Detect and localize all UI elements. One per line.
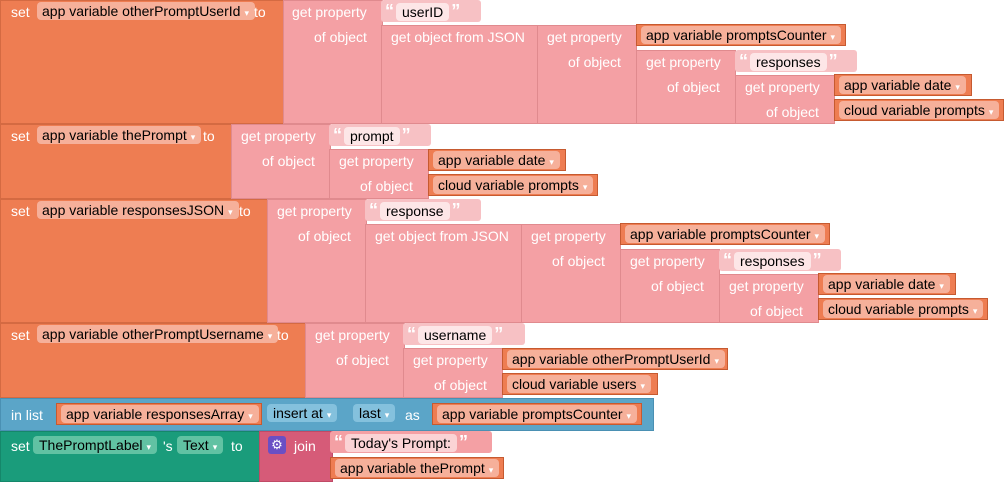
of-object-label: of object xyxy=(750,303,803,319)
var-date[interactable]: app variable date xyxy=(818,273,956,295)
set-block-other-prompt-user-id[interactable]: set app variable otherPromptUserId to xyxy=(0,0,286,124)
var-cloud-prompts[interactable]: cloud variable prompts xyxy=(818,298,988,320)
var-cloud-prompts[interactable]: cloud variable prompts xyxy=(834,99,1004,121)
to-keyword: to xyxy=(277,327,289,343)
get-property-block[interactable]: get property of object xyxy=(620,249,720,323)
of-object-label: of object xyxy=(667,79,720,95)
var-other-prompt-user-id[interactable]: app variable otherPromptUserId xyxy=(33,1,255,23)
set-block-the-prompt[interactable]: set app variable thePrompt to xyxy=(0,124,234,199)
insert-at-dropdown[interactable]: insert at xyxy=(267,404,338,422)
string-prompt[interactable]: “prompt” xyxy=(329,124,431,146)
to-keyword: to xyxy=(239,203,251,219)
get-property-label: get property xyxy=(315,327,390,343)
get-property-label: get property xyxy=(630,253,705,269)
var-other-prompt-username[interactable]: app variable otherPromptUsername xyxy=(33,324,279,346)
get-property-block[interactable]: get property of object xyxy=(329,149,429,199)
set-keyword: set xyxy=(11,203,30,219)
of-object-label: of object xyxy=(262,153,315,169)
get-property-block[interactable]: get property of object xyxy=(719,274,819,323)
get-property-label: get property xyxy=(547,29,622,45)
var-the-prompt[interactable]: app variable thePrompt xyxy=(33,125,202,147)
property-dropdown[interactable]: Text xyxy=(177,436,224,454)
component-dropdown[interactable]: ThePromptLabel xyxy=(33,436,158,454)
get-object-from-json-label: get object from JSON xyxy=(375,228,509,244)
var-cloud-users[interactable]: cloud variable users xyxy=(502,373,658,395)
get-property-block[interactable]: get property of object xyxy=(231,124,331,199)
set-component-property-block[interactable]: set ThePromptLabel 's Text to xyxy=(0,431,262,482)
var-date[interactable]: app variable date xyxy=(428,149,566,171)
get-property-label: get property xyxy=(413,352,488,368)
get-property-label: get property xyxy=(292,4,367,20)
string-responses[interactable]: “responses” xyxy=(735,50,857,72)
get-object-from-json-label: get object from JSON xyxy=(391,29,525,45)
set-keyword: set xyxy=(11,327,30,343)
get-property-label: get property xyxy=(277,203,352,219)
as-label: as xyxy=(405,407,420,423)
join-label: join xyxy=(294,438,316,454)
var-responses-json[interactable]: app variable responsesJSON xyxy=(33,200,239,222)
to-keyword: to xyxy=(231,438,243,454)
position-dropdown[interactable]: last xyxy=(353,404,396,422)
of-object-label: of object xyxy=(314,29,367,45)
get-property-label: get property xyxy=(339,153,414,169)
to-keyword: to xyxy=(254,4,266,20)
var-prompts-counter[interactable]: app variable promptsCounter xyxy=(432,403,642,425)
of-object-label: of object xyxy=(651,278,704,294)
apostrophe-s-label: 's xyxy=(163,438,173,454)
get-property-block[interactable]: get property of object xyxy=(305,323,405,398)
of-object-label: of object xyxy=(766,104,819,120)
get-property-label: get property xyxy=(241,128,316,144)
of-object-label: of object xyxy=(552,253,605,269)
get-property-block[interactable]: get property of object xyxy=(537,25,637,124)
get-property-block[interactable]: get property of object xyxy=(267,199,367,323)
var-cloud-prompts[interactable]: cloud variable prompts xyxy=(428,174,598,196)
var-responses-array[interactable]: app variable responsesArray xyxy=(56,403,262,425)
get-property-label: get property xyxy=(729,278,804,294)
get-property-block[interactable]: get property of object xyxy=(735,75,835,124)
var-prompts-counter[interactable]: app variable promptsCounter xyxy=(636,24,846,46)
set-block-other-prompt-username[interactable]: set app variable otherPromptUsername to xyxy=(0,323,308,398)
to-keyword: to xyxy=(203,128,215,144)
set-keyword: set xyxy=(11,4,30,20)
set-block-responses-json[interactable]: set app variable responsesJSON to xyxy=(0,199,270,323)
set-keyword: set xyxy=(11,438,30,454)
in-list-label: in list xyxy=(11,407,43,423)
string-username[interactable]: “username” xyxy=(403,323,525,345)
string-todays-prompt[interactable]: “Today's Prompt:” xyxy=(330,431,492,453)
get-property-block[interactable]: get property of object xyxy=(283,0,383,124)
get-property-label: get property xyxy=(745,79,820,95)
join-block[interactable]: ⚙ join xyxy=(259,431,333,482)
of-object-label: of object xyxy=(568,54,621,70)
var-date[interactable]: app variable date xyxy=(834,74,972,96)
get-property-block[interactable]: get property of object xyxy=(403,348,503,398)
get-object-from-json-block[interactable]: get object from JSON xyxy=(381,25,541,124)
of-object-label: of object xyxy=(360,178,413,194)
var-other-prompt-user-id[interactable]: app variable otherPromptUserId xyxy=(502,348,728,370)
gear-icon[interactable]: ⚙ xyxy=(268,436,286,454)
get-property-block[interactable]: get property of object xyxy=(521,224,621,323)
string-response[interactable]: “response” xyxy=(365,199,481,221)
var-the-prompt[interactable]: app variable thePrompt xyxy=(330,457,504,479)
set-keyword: set xyxy=(11,128,30,144)
of-object-label: of object xyxy=(336,352,389,368)
var-prompts-counter[interactable]: app variable promptsCounter xyxy=(620,223,830,245)
string-user-id[interactable]: “userID” xyxy=(381,0,481,22)
get-property-label: get property xyxy=(646,54,721,70)
get-property-block[interactable]: get property of object xyxy=(636,50,736,124)
get-object-from-json-block[interactable]: get object from JSON xyxy=(365,224,523,323)
string-responses[interactable]: “responses” xyxy=(719,249,841,271)
of-object-label: of object xyxy=(434,377,487,393)
get-property-label: get property xyxy=(531,228,606,244)
of-object-label: of object xyxy=(298,228,351,244)
